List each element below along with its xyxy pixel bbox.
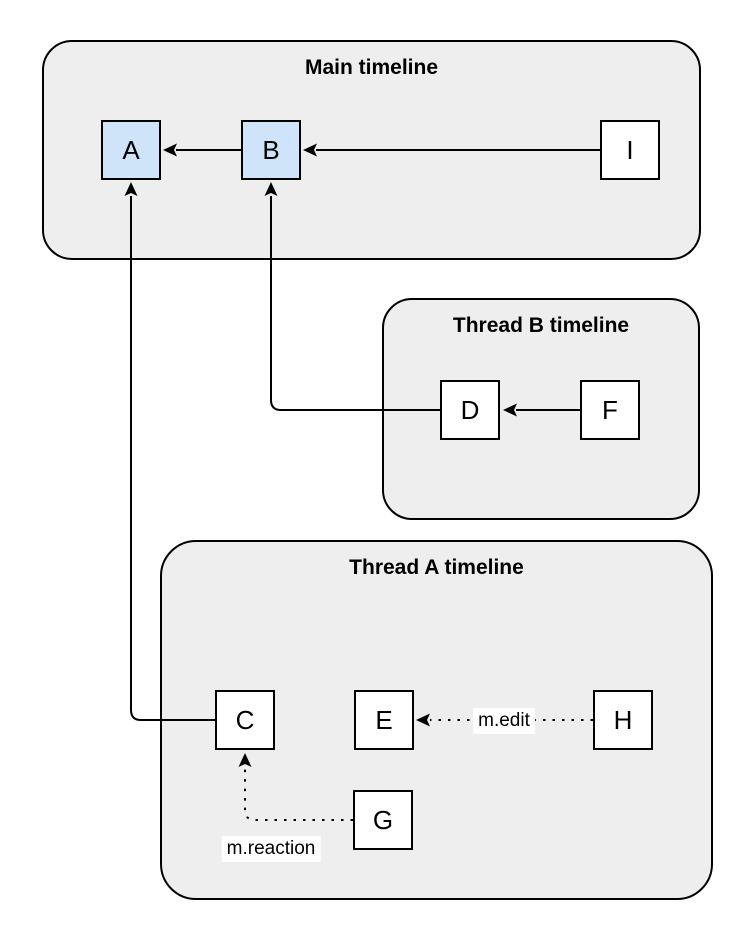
node-E: E bbox=[354, 690, 414, 750]
node-C: C bbox=[215, 690, 275, 750]
node-G: G bbox=[353, 790, 413, 850]
node-F: F bbox=[580, 380, 640, 440]
edge-label-m-edit: m.edit bbox=[473, 708, 535, 734]
edge-label-m-reaction: m.reaction bbox=[221, 836, 321, 862]
node-I: I bbox=[600, 120, 660, 180]
node-B: B bbox=[241, 120, 301, 180]
node-H: H bbox=[593, 690, 653, 750]
node-A: A bbox=[101, 120, 161, 180]
container-title-thread-a-timeline: Thread A timeline bbox=[349, 556, 524, 579]
container-title-main-timeline: Main timeline bbox=[304, 56, 439, 79]
node-D: D bbox=[440, 380, 500, 440]
container-title-thread-b-timeline: Thread B timeline bbox=[452, 314, 630, 337]
container-thread-b-timeline: Thread B timeline bbox=[382, 298, 700, 520]
